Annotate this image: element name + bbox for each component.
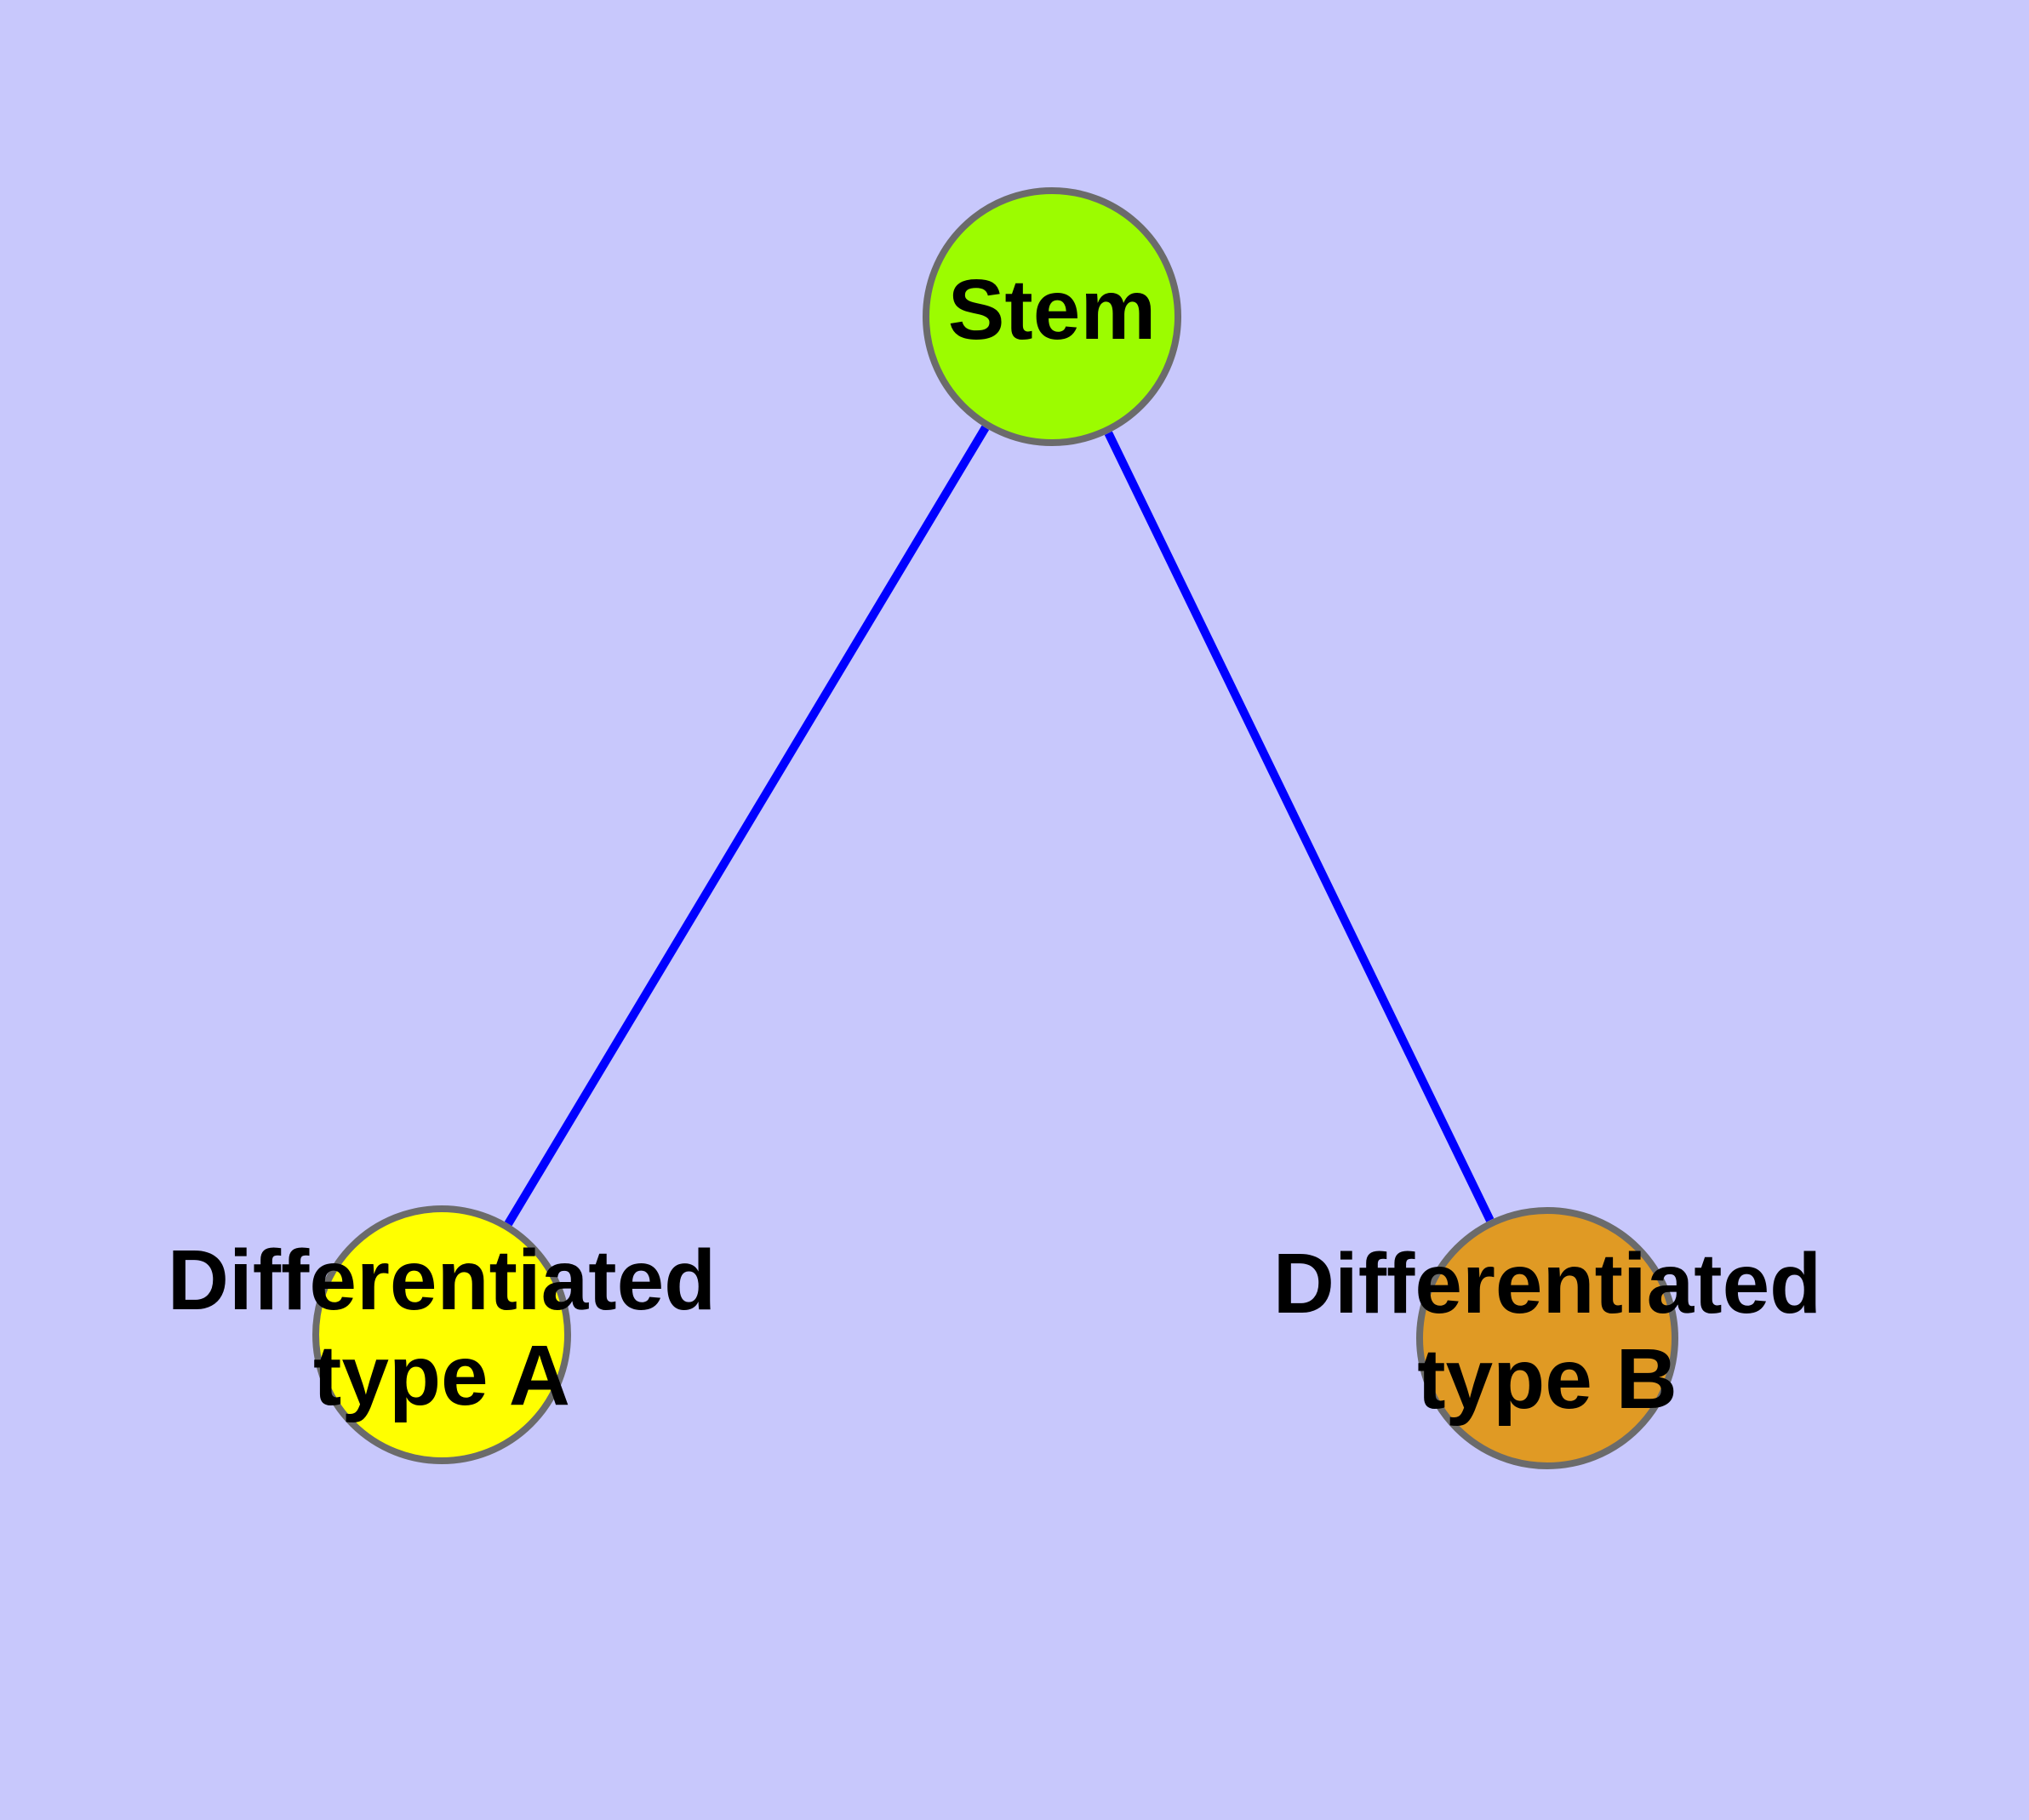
node-label-line: type B	[1417, 1331, 1677, 1427]
node-differentiated-type-a[interactable]	[312, 1205, 571, 1464]
node-label-line: Stem	[948, 262, 1157, 358]
node-differentiated-type-b[interactable]	[1416, 1207, 1678, 1469]
nodes-group	[312, 187, 1678, 1469]
node-stem[interactable]	[923, 187, 1181, 446]
edges-group	[504, 425, 1495, 1227]
edge-stem-to-differentiated-type-b[interactable]	[1104, 431, 1495, 1222]
node-label-line: Differentiated	[1273, 1236, 1822, 1331]
node-label-line: type A	[313, 1328, 570, 1423]
node-label-stem: Stem	[948, 262, 1157, 358]
edge-stem-to-differentiated-type-a[interactable]	[504, 425, 990, 1227]
node-label-line: Differentiated	[168, 1233, 717, 1328]
